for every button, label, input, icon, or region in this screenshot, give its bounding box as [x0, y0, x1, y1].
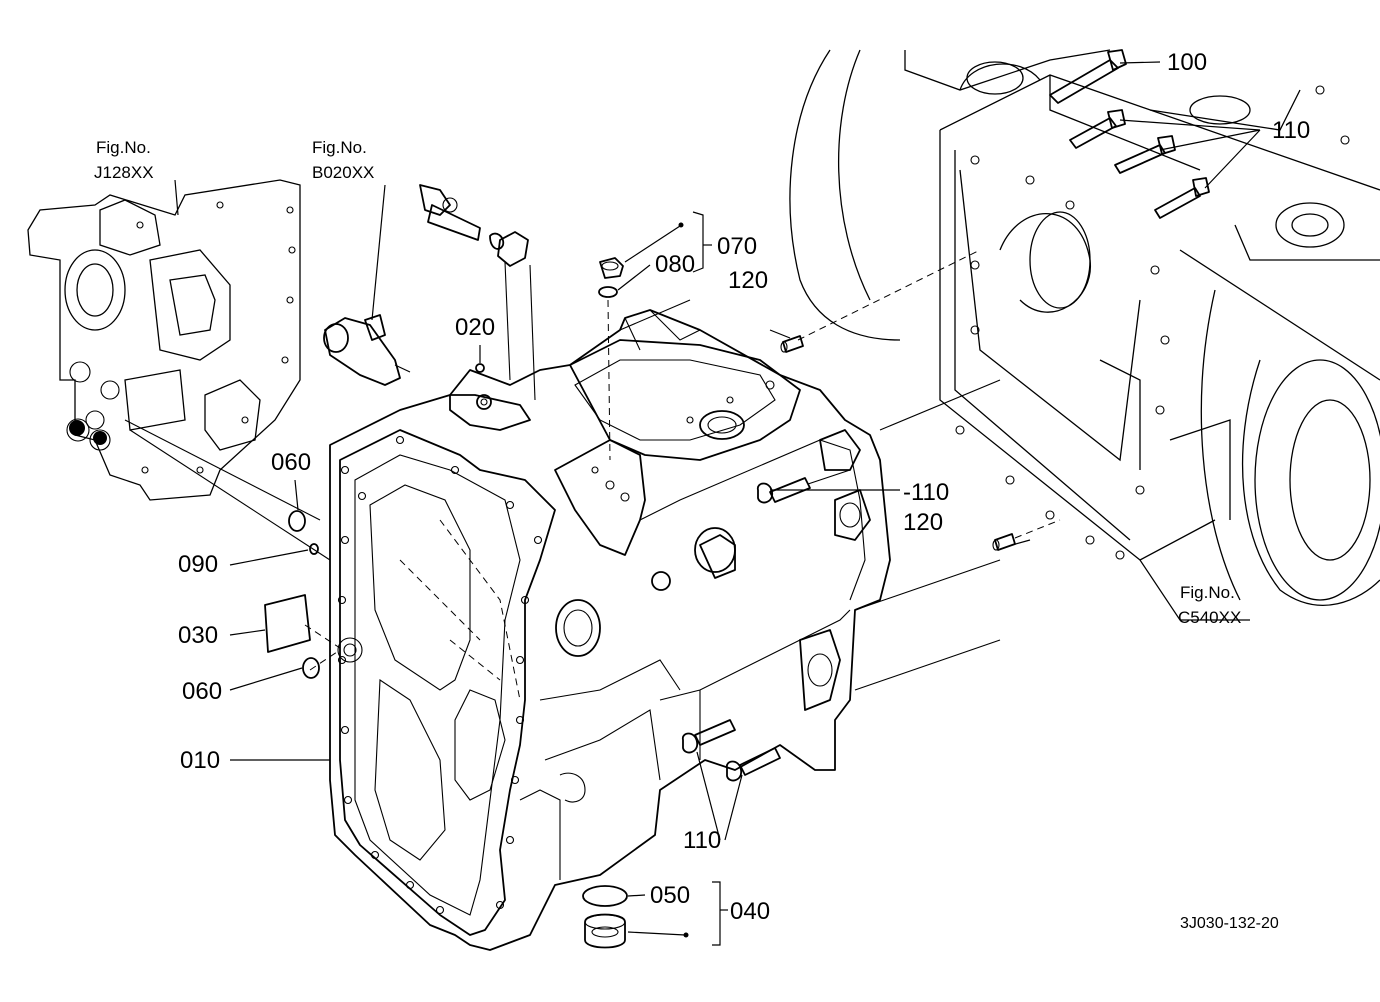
- o-ring-090: [309, 543, 319, 555]
- label-020: 020: [455, 314, 495, 341]
- transmission-case-010: [329, 309, 891, 951]
- o-ring-060-upper: [288, 510, 306, 532]
- label-050: 050: [650, 882, 690, 909]
- front-housing-j128: [27, 179, 301, 501]
- label-010: 010: [180, 747, 220, 774]
- label-070: 070: [717, 233, 757, 260]
- label-100: 100: [1167, 49, 1207, 76]
- label-060-lower: 060: [182, 678, 222, 705]
- label-110-upper: 110: [1272, 117, 1310, 144]
- ref-c540-line2: C540XX: [1178, 608, 1241, 627]
- ref-b020-line2: B020XX: [312, 163, 374, 182]
- diagram-code: 3J030-132-20: [1180, 915, 1279, 932]
- housing-bolts-110: [1049, 49, 1210, 219]
- dowel-pins-120: [780, 335, 1016, 551]
- o-ring-080: [598, 286, 618, 298]
- gasket-030: [264, 594, 311, 653]
- o-ring-050: [582, 885, 628, 907]
- assembly-lines: [124, 249, 1061, 691]
- ref-j128-line2: J128XX: [94, 163, 154, 182]
- label-120-lower: 120: [903, 509, 943, 536]
- leader-lines: [174, 61, 1261, 946]
- label-110-middle: -110: [903, 479, 949, 506]
- rear-axle-housing: [789, 49, 1380, 606]
- o-ring-060-lower: [302, 657, 320, 679]
- label-040: 040: [730, 898, 770, 925]
- label-030: 030: [178, 622, 218, 649]
- drain-plug-040: [584, 913, 626, 949]
- ref-c540-line1: Fig.No.: [1180, 583, 1235, 602]
- label-110-lower: 110: [683, 827, 721, 854]
- bolts-110-lower: [682, 719, 781, 782]
- solenoid-valve-b020: [323, 184, 529, 386]
- part-labels: 100 110 070 080 120 020 060 -110 120 090…: [178, 49, 1310, 925]
- label-060-upper: 060: [271, 449, 311, 476]
- label-080: 080: [655, 251, 695, 278]
- bolt-110-middle: [757, 477, 811, 504]
- figure-references: Fig.No. J128XX Fig.No. B020XX Fig.No. C5…: [94, 138, 1241, 627]
- label-120-upper: 120: [728, 267, 768, 294]
- pin-020: [475, 363, 485, 373]
- label-090: 090: [178, 551, 218, 578]
- ref-b020-line1: Fig.No.: [312, 138, 367, 157]
- plug-080: [599, 257, 624, 279]
- ref-j128-line1: Fig.No.: [96, 138, 151, 157]
